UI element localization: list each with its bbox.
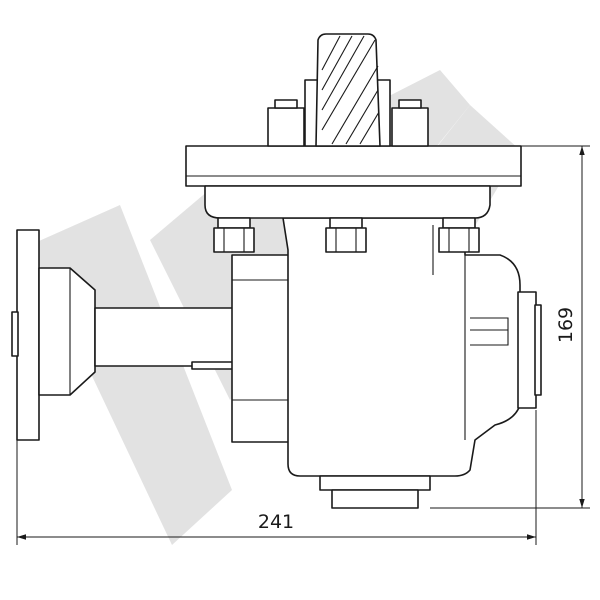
width-dimension-label: 241 bbox=[258, 511, 294, 533]
mounting-plate bbox=[185, 145, 522, 219]
top-bolts bbox=[267, 99, 429, 147]
height-dimension-label: 169 bbox=[555, 307, 577, 343]
height-dimension: 169 bbox=[430, 145, 590, 509]
bolt-left bbox=[213, 217, 255, 253]
bottom-plug bbox=[319, 475, 431, 509]
output-shaft bbox=[304, 33, 391, 147]
right-boss bbox=[517, 291, 542, 409]
width-dimension: 241 bbox=[16, 410, 537, 545]
left-flange bbox=[11, 229, 96, 441]
gearbox-body bbox=[282, 217, 521, 477]
input-shaft bbox=[94, 307, 236, 370]
bolt-center bbox=[325, 217, 367, 253]
side-housing bbox=[231, 254, 291, 443]
bolt-right bbox=[438, 217, 480, 253]
